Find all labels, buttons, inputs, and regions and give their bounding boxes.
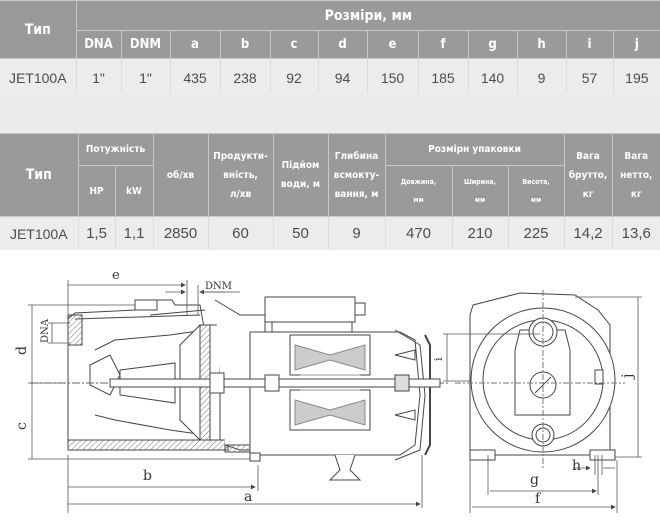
- package-length-line2: мм: [413, 196, 424, 204]
- label-dnm: DNM: [205, 281, 232, 292]
- hp-header: HP: [78, 165, 116, 217]
- productivity-header-line3: л/хв: [229, 188, 252, 200]
- productivity-header-line1: Продукти-: [213, 150, 268, 162]
- cell-d: 94: [317, 58, 368, 96]
- cell-i: 57: [565, 58, 614, 96]
- lift-header-line1: Підйом: [281, 160, 320, 171]
- gross-header-line3: кг: [582, 188, 594, 200]
- cell-productivity: 60: [207, 216, 274, 250]
- cell-lift: 50: [272, 216, 329, 250]
- col-header-f: f: [417, 30, 469, 59]
- label-i: i: [432, 357, 445, 361]
- motor: [249, 296, 431, 481]
- cell-net-weight: 13,6: [611, 216, 660, 250]
- productivity-header: Продукти- вність, л/хв: [207, 133, 274, 217]
- col-header-i: i: [565, 30, 614, 59]
- type-header: Тип: [0, 0, 77, 59]
- col-header-dna: DNA: [76, 30, 122, 59]
- cell-f: 185: [417, 58, 469, 96]
- package-length-header: Довжина, мм: [384, 165, 453, 217]
- front-view-labels: i j g h f: [432, 357, 636, 507]
- label-j: j: [620, 374, 636, 380]
- table-row: JET100A 1" 1" 435 238 92 94 150 185 140 …: [0, 58, 660, 96]
- rpm-header: об/хв: [152, 133, 209, 217]
- cell-package-width: 210: [451, 216, 509, 250]
- col-header-g: g: [467, 30, 518, 59]
- lift-header-line2: води, м: [280, 179, 321, 190]
- suction-header-line1: Глибина: [334, 150, 379, 162]
- cell-a: 435: [169, 58, 221, 96]
- package-height-line2: мм: [530, 196, 542, 204]
- net-header-line2: нетто,: [620, 169, 653, 181]
- col-header-e: e: [366, 30, 419, 59]
- front-view-dimensions: [443, 296, 642, 513]
- col-header-dnm: DNM: [120, 30, 171, 59]
- cell-g: 140: [467, 58, 518, 96]
- cell-b: 238: [219, 58, 271, 96]
- cell-h: 9: [516, 58, 567, 96]
- gross-header-line2: брутто,: [568, 169, 608, 181]
- label-g: g: [530, 472, 539, 488]
- productivity-header-line2: вність,: [223, 169, 258, 181]
- col-header-d: d: [317, 30, 368, 59]
- package-width-header: Ширина, мм: [451, 165, 509, 217]
- label-f: f: [535, 491, 542, 507]
- suction-header-line2: всмокту-: [333, 169, 380, 181]
- label-a: a: [244, 489, 252, 505]
- power-header: Потужність: [77, 133, 154, 166]
- label-h: h: [572, 458, 581, 474]
- cell-type: JET100A: [0, 216, 79, 250]
- net-weight-header: Вага нетто, кг: [611, 133, 660, 217]
- package-size-header: Розмірн упаковки: [384, 133, 565, 166]
- specifications-table: Тип Потужність об/хв Продукти- вність, л…: [0, 133, 660, 250]
- dimensions-group-header: Розміри, мм: [75, 0, 660, 31]
- label-dna: DNA: [40, 318, 51, 343]
- type-header: Тип: [0, 133, 79, 217]
- cell-dna: 1": [75, 58, 122, 96]
- label-b: b: [143, 468, 152, 484]
- gross-header-line1: Вага: [576, 150, 600, 162]
- label-c: c: [14, 422, 30, 430]
- side-view-dimensions: [28, 280, 423, 513]
- cell-gross-weight: 14,2: [563, 216, 613, 250]
- pump-housing: [67, 299, 266, 453]
- col-header-a: a: [169, 30, 221, 59]
- package-width-line1: Ширина,: [463, 178, 497, 186]
- cell-hp: 1,5: [77, 216, 116, 250]
- cell-package-height: 225: [507, 216, 565, 250]
- cell-kw: 1,1: [114, 216, 154, 250]
- cell-j: 195: [612, 58, 660, 96]
- side-view: [30, 296, 450, 481]
- net-header-line3: кг: [630, 188, 642, 200]
- front-view: [455, 290, 625, 470]
- cell-rpm: 2850: [152, 216, 209, 250]
- col-header-h: h: [516, 30, 567, 59]
- cell-package-length: 470: [384, 216, 453, 250]
- col-header-b: b: [219, 30, 271, 59]
- suction-header-line3: вання, м: [334, 188, 379, 200]
- net-header-line1: Вага: [624, 150, 649, 162]
- label-e: e: [112, 268, 120, 283]
- dimensions-table: Тип Розміри, мм DNA DNM a b c d e f g h …: [0, 0, 660, 96]
- package-height-header: Висота, мм: [507, 165, 565, 217]
- cell-e: 150: [366, 58, 419, 96]
- col-header-c: c: [269, 30, 319, 59]
- package-length-line1: Довжина,: [400, 178, 437, 186]
- kw-header: kW: [114, 165, 154, 217]
- cell-suction: 9: [327, 216, 386, 250]
- label-d: d: [14, 346, 30, 355]
- suction-depth-header: Глибина всмокту- вання, м: [327, 133, 386, 217]
- lift-header: Підйом води, м: [272, 133, 329, 217]
- gross-weight-header: Вага брутто, кг: [563, 133, 613, 217]
- table-spacer: [0, 93, 660, 133]
- package-height-line1: Висота,: [522, 178, 550, 186]
- cell-type: JET100A: [0, 58, 77, 96]
- table-row: JET100A 1,5 1,1 2850 60 50 9 470 210 225…: [0, 216, 660, 250]
- side-view-labels: e DNM DNA d c b a: [14, 268, 252, 505]
- col-header-j: j: [612, 30, 660, 59]
- package-width-line2: мм: [474, 196, 486, 204]
- cell-c: 92: [269, 58, 319, 96]
- cell-dnm: 1": [120, 58, 171, 96]
- pump-technical-drawing: e DNM DNA d c b a: [14, 268, 642, 513]
